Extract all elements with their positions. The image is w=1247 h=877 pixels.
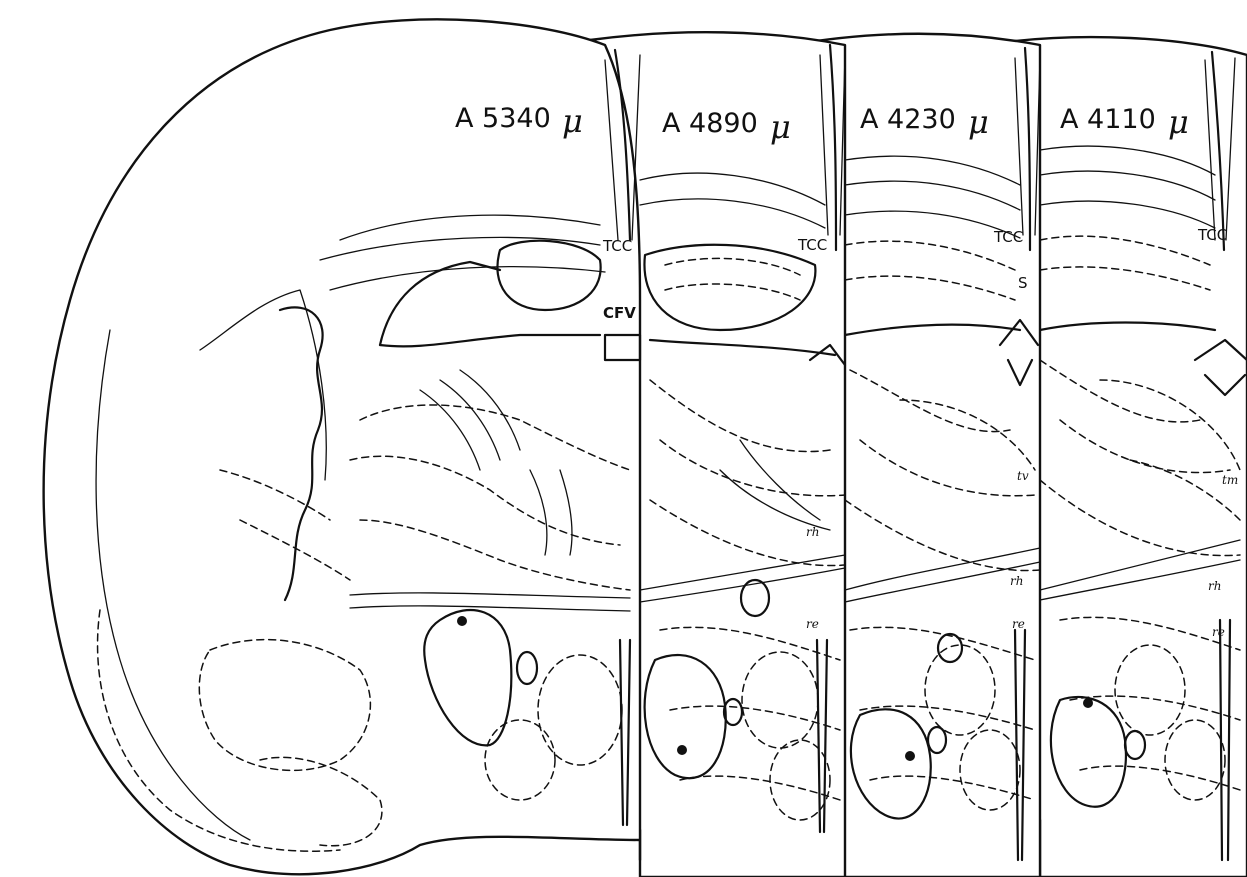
label-re: re — [1012, 617, 1025, 631]
unit-mu-symbol: μ — [770, 108, 791, 146]
label-tcc: TCC — [797, 236, 827, 254]
label-rh: rh — [1208, 579, 1221, 593]
section-level-label: A 4890 — [662, 108, 758, 139]
unit-mu-symbol: μ — [562, 102, 583, 140]
lesion-marker-icon — [1083, 698, 1093, 708]
section-level-label: A 5340 — [455, 103, 551, 134]
unit-mu-symbol: μ — [968, 103, 989, 141]
label-rh: rh — [806, 525, 819, 539]
label-tcc: TCC — [1197, 226, 1227, 244]
label-re: re — [1212, 625, 1225, 639]
label-rh: rh — [1010, 574, 1023, 588]
section-a5340 — [44, 19, 640, 874]
section-level-label: A 4230 — [860, 104, 956, 135]
label-tv: tv — [1017, 469, 1029, 483]
section-level-label: A 4110 — [1060, 104, 1156, 135]
label-re: re — [806, 617, 819, 631]
unit-mu-symbol: μ — [1168, 103, 1189, 141]
label-tcc: TCC — [993, 228, 1023, 246]
label-tcc: TCC — [602, 237, 632, 255]
label-s: S — [1018, 274, 1028, 292]
lesion-marker-icon — [677, 745, 687, 755]
lesion-marker-icon — [905, 751, 915, 761]
label-cfv: CFV — [603, 304, 636, 322]
lesion-marker-icon — [457, 616, 467, 626]
label-tm: tm — [1222, 473, 1238, 487]
